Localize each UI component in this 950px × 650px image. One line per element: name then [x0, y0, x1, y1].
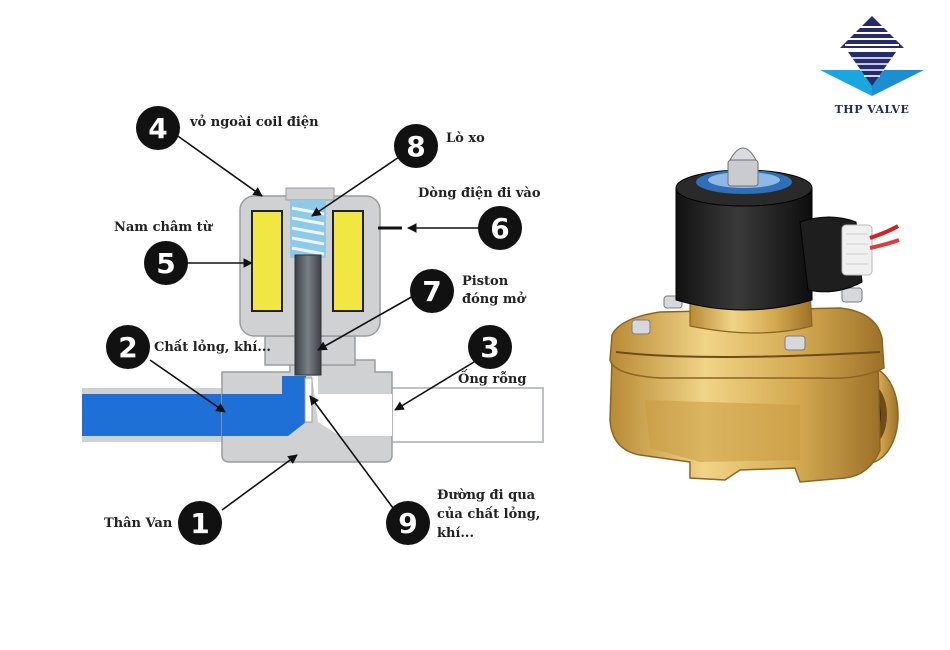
thp-valve-logo: THP VALVE	[820, 16, 924, 116]
brass-solenoid-valve-photo	[609, 147, 900, 483]
leader-2	[149, 359, 226, 413]
part-markers: 1 2 3 4 5 6 7 8 9	[106, 106, 522, 545]
part-labels: Thân Van Chất lỏng, khí... Ống rỗng vỏ n…	[104, 114, 541, 541]
svg-text:3: 3	[480, 331, 499, 364]
label-9-line-2: của chất lỏng,	[437, 506, 540, 522]
label-7-line-1: Piston	[462, 274, 509, 289]
svg-text:8: 8	[406, 130, 425, 163]
label-2: Chất lỏng, khí...	[154, 339, 271, 355]
svg-text:4: 4	[148, 112, 167, 145]
svg-text:7: 7	[422, 275, 441, 308]
label-9-line-3: khí...	[437, 526, 474, 541]
label-1: Thân Van	[104, 516, 173, 531]
coil-left	[251, 210, 283, 312]
spring	[291, 206, 325, 256]
label-9-line-1: Đường đi qua	[437, 488, 536, 503]
solenoid-cutaway-diagram	[82, 187, 544, 463]
brand-name: THP VALVE	[835, 103, 910, 116]
marker-9: 9	[386, 501, 430, 545]
leader-8	[311, 154, 403, 217]
leader-1	[221, 454, 298, 511]
thp-valve-logo-icon	[820, 16, 924, 96]
marker-3: 3	[468, 325, 512, 369]
marker-2: 2	[106, 325, 150, 369]
leader-9	[309, 395, 394, 509]
svg-text:2: 2	[118, 331, 137, 364]
label-7-line-2: đóng mở	[462, 291, 527, 307]
flow-orifice	[304, 377, 313, 423]
svg-text:1: 1	[190, 507, 209, 540]
leader-4	[174, 133, 263, 197]
svg-text:6: 6	[490, 212, 509, 245]
label-3: Ống rỗng	[458, 369, 526, 387]
marker-5: 5	[144, 241, 188, 285]
label-4: vỏ ngoài coil điện	[189, 114, 319, 130]
leader-3	[394, 361, 475, 411]
coil-right	[332, 210, 364, 312]
svg-text:5: 5	[156, 247, 175, 280]
label-8: Lò xo	[446, 131, 485, 146]
marker-1: 1	[178, 501, 222, 545]
label-6: Dòng điện đi vào	[418, 186, 541, 201]
marker-4: 4	[136, 106, 180, 150]
outlet-passage	[312, 376, 392, 436]
label-5: Nam châm từ	[114, 220, 214, 235]
fluid-in-body	[222, 376, 306, 436]
marker-7: 7	[410, 269, 454, 313]
piston	[294, 254, 322, 376]
marker-8: 8	[394, 124, 438, 168]
leader-7	[317, 294, 416, 351]
marker-6: 6	[478, 206, 522, 250]
svg-text:9: 9	[398, 507, 417, 540]
leader-lines	[149, 133, 482, 511]
